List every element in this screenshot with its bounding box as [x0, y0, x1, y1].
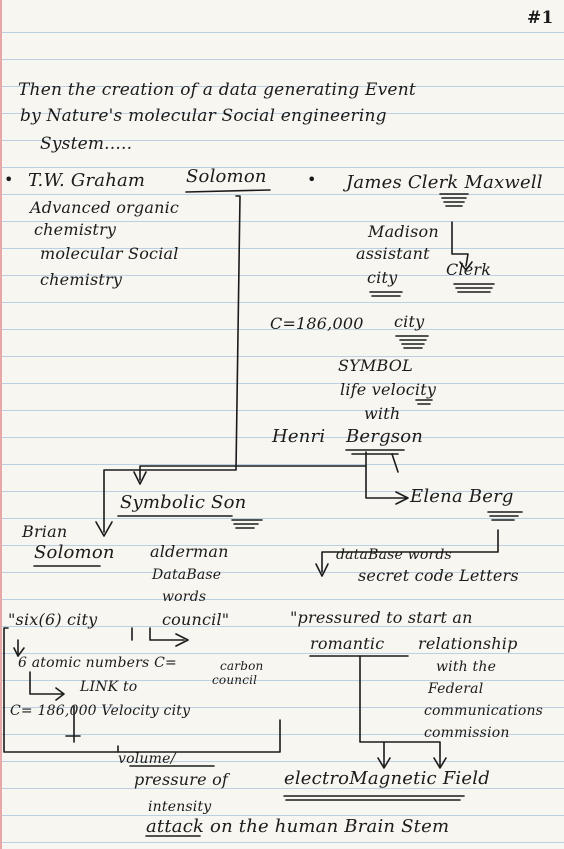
bullet-right: •: [307, 170, 317, 189]
database-label: DataBase: [152, 567, 222, 583]
secret-code-label: secret code Letters: [358, 566, 519, 585]
intro-line-3: System.....: [40, 134, 133, 154]
henri-label: Henri: [272, 426, 326, 447]
relationship-label: relationship: [418, 634, 518, 653]
madison-label: Madison: [368, 222, 439, 241]
intensity-label: intensity: [148, 799, 212, 815]
city-label: city: [367, 268, 398, 287]
bergson-label: Bergson: [346, 426, 424, 447]
clerk-label: Clerk: [446, 260, 492, 279]
pressure-of-label: pressure of: [134, 770, 229, 789]
romantic-label: romantic: [310, 634, 385, 653]
graham-surname: Solomon: [186, 166, 267, 187]
communications-label: communications: [424, 703, 544, 719]
symbolic-son-label: Symbolic Son: [120, 492, 247, 513]
graham-note-1: Advanced organic: [30, 198, 180, 217]
intro-line-2: by Nature's molecular Social engineering: [20, 106, 387, 126]
assistant-label: assistant: [356, 244, 430, 263]
federal-label: Federal: [428, 681, 484, 697]
maxwell-name: James Clerk Maxwell: [346, 172, 543, 193]
brian-first-name: Brian: [22, 522, 68, 541]
graham-note-2: chemistry: [34, 220, 117, 239]
symbol-label: SYMBOL: [338, 356, 413, 375]
atomic-numbers-label: 6 atomic numbers C=: [18, 655, 177, 671]
brain-stem-line: attack on the human Brain Stem: [146, 816, 450, 837]
brian-surname: Solomon: [34, 542, 115, 563]
six-city-label: "six(6) city: [8, 610, 98, 629]
graham-note-3: molecular Social: [40, 244, 179, 263]
margin-line: [0, 0, 2, 849]
alderman-label: alderman: [150, 542, 229, 561]
c-speed-label: C=186,000: [270, 314, 364, 333]
commission-label: commission: [424, 725, 510, 741]
graham-name-prefix: T.W. Graham: [28, 170, 146, 191]
volume-label: volume/: [118, 751, 176, 767]
words-label: words: [162, 589, 207, 605]
with-label: with: [364, 404, 401, 423]
link-to-label: LINK to: [80, 679, 138, 695]
graham-note-4: chemistry: [40, 270, 123, 289]
bullet-left: •: [4, 170, 14, 189]
carbon-label: carbon: [220, 659, 264, 673]
council-label: council": [162, 610, 230, 629]
elena-berg-label: Elena Berg: [410, 486, 514, 507]
intro-line-1: Then the creation of a data generating E…: [18, 80, 416, 100]
electromagnetic-field-line: electroMagnetic Field: [284, 768, 490, 789]
life-velocity-label: life velocity: [340, 380, 437, 399]
pressured-line-1: "pressured to start an: [290, 608, 473, 627]
carbon-council-label: council: [212, 673, 258, 687]
c-city-label: city: [394, 312, 425, 331]
velocity-city-line: C= 186,000 Velocity city: [10, 703, 191, 719]
with-the-label: with the: [436, 659, 497, 675]
page-number: #1: [527, 8, 554, 28]
